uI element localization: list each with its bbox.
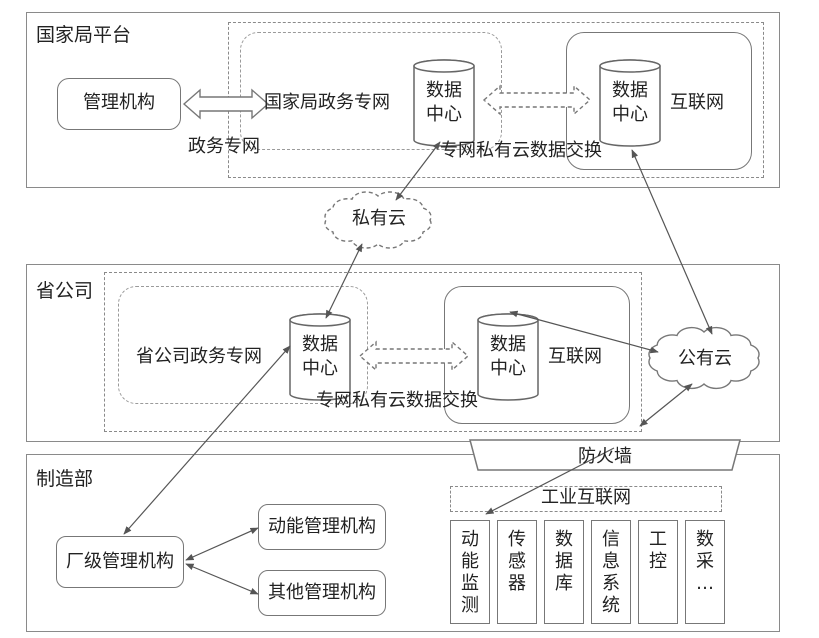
- manufacturing-title: 制造部: [36, 468, 94, 490]
- public-cloud-to-firewall: [639, 383, 693, 427]
- national-exchange-label: 专网私有云数据交换: [440, 140, 602, 161]
- province-govnet-label: 省公司政务专网: [136, 346, 262, 367]
- iiot-zone: [450, 486, 722, 512]
- private-cloud-label: 私有云: [352, 208, 406, 229]
- province-dc1-cylinder: [289, 313, 351, 401]
- national-govnet-arrow: [182, 88, 270, 120]
- power-mgmt-label: 动能管理机构: [268, 516, 376, 537]
- private-cloud-to-national-dc: [395, 141, 441, 201]
- province-dc1-label-1: 数据: [302, 334, 338, 355]
- firewall-to-iiot: [485, 447, 615, 515]
- national-mgmt-box: [57, 78, 181, 130]
- province-dc1-cylinder-top: [289, 313, 351, 327]
- province-dc2-label-1: 数据: [490, 334, 526, 355]
- column-sensor: 传感器: [497, 520, 537, 624]
- national-exchange-arrow: [482, 84, 592, 116]
- national-dc1-cylinder: [413, 59, 475, 147]
- province-internet-to-public-cloud: [509, 310, 659, 354]
- national-dc2-label-2: 中心: [612, 104, 648, 125]
- province-dc-to-factory: [123, 345, 291, 535]
- national-dc2-cylinder: [599, 59, 661, 147]
- column-info-system: 信息系统: [591, 520, 631, 624]
- province-exchange-arrow: [358, 340, 470, 372]
- province-dc2-label-2: 中心: [490, 358, 526, 379]
- province-dc2-cylinder: [477, 313, 539, 401]
- public-cloud-label: 公有云: [678, 348, 732, 369]
- province-internet-label: 互联网: [548, 346, 602, 367]
- column-data-acquisition: 数采…: [685, 520, 725, 624]
- private-cloud-to-province-dc: [325, 243, 363, 319]
- national-govnet-label: 政务专网: [188, 136, 260, 157]
- province-exchange-label: 专网私有云数据交换: [316, 390, 478, 411]
- factory-to-other-mgmt: [185, 563, 259, 595]
- national-dc2-cylinder-top: [599, 59, 661, 73]
- column-power-monitor: 动能监测: [450, 520, 490, 624]
- other-mgmt-label: 其他管理机构: [268, 582, 376, 603]
- firewall-shape: [469, 439, 741, 471]
- column-industrial-control: 工控: [638, 520, 678, 624]
- national-internet-label: 互联网: [670, 92, 724, 113]
- column-database: 数据库: [544, 520, 584, 624]
- province-title: 省公司: [36, 280, 94, 302]
- national-platform-title: 国家局平台: [36, 24, 132, 46]
- national-dc2-label-1: 数据: [612, 80, 648, 101]
- national-internet-to-public-cloud: [631, 149, 713, 335]
- firewall-label: 防火墙: [578, 446, 632, 467]
- national-dc1-label-2: 中心: [426, 104, 462, 125]
- public-cloud-shape: [648, 326, 760, 390]
- iiot-label: 工业互联网: [541, 487, 631, 508]
- national-dc1-label-1: 数据: [426, 80, 462, 101]
- province-dc2-cylinder-top: [477, 313, 539, 327]
- factory-mgmt-label: 厂级管理机构: [66, 551, 174, 572]
- other-mgmt-box: [258, 570, 386, 616]
- national-mgmt-label: 管理机构: [83, 92, 155, 113]
- national-govnet-inner-label: 国家局政务专网: [264, 92, 390, 113]
- national-govnet-zone: [240, 32, 502, 150]
- factory-mgmt-box: [56, 536, 184, 588]
- national-dc1-cylinder-top: [413, 59, 475, 73]
- province-dc1-label-2: 中心: [302, 358, 338, 379]
- factory-to-power-mgmt: [185, 527, 259, 561]
